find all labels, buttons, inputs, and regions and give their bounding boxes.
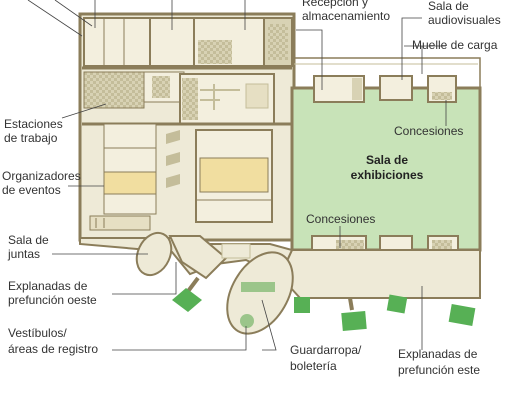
building-west-block bbox=[78, 12, 296, 242]
label-coatcheck-line1: Guardarropa/ bbox=[290, 343, 362, 357]
east-prefunction bbox=[278, 249, 481, 299]
label-lobbies-line1: Vestíbulos/ bbox=[8, 326, 67, 340]
lobby-registration bbox=[226, 251, 294, 335]
leader-lines bbox=[27, 0, 447, 351]
label-organizers-line2: de eventos bbox=[2, 183, 61, 197]
west-prefunction bbox=[79, 235, 294, 280]
label-lobbies-line2: áreas de registro bbox=[8, 342, 98, 356]
label-exhibit-line1: Sala de bbox=[366, 153, 408, 167]
label-workstations-line1: Estaciones bbox=[4, 117, 63, 131]
label-exhibit-line2: exhibiciones bbox=[351, 168, 424, 182]
label-east-prefunction-line1: Explanadas de bbox=[398, 347, 478, 361]
entrance-pads bbox=[172, 276, 476, 332]
label-west-prefunction-line1: Explanadas de bbox=[8, 279, 88, 293]
label-concessions-top: Concesiones bbox=[394, 124, 463, 138]
label-coatcheck-line2: boletería bbox=[290, 359, 337, 373]
top-service-rooms bbox=[313, 75, 457, 103]
label-av-line1: Sala de bbox=[428, 0, 469, 13]
label-organizers-line1: Organizadores bbox=[2, 169, 81, 183]
label-av-line2: audiovisuales bbox=[428, 13, 501, 27]
label-concessions-bottom: Concesiones bbox=[306, 212, 375, 226]
label-loading-dock: Muelle de carga bbox=[412, 38, 498, 52]
label-reception-line2: almacenamiento bbox=[302, 9, 390, 23]
label-workstations-line2: de trabajo bbox=[4, 131, 58, 145]
meeting-room bbox=[135, 231, 173, 277]
label-meeting-line1: Sala de bbox=[8, 233, 49, 247]
label-west-prefunction-line2: prefunción oeste bbox=[8, 293, 97, 307]
exhibit-hall bbox=[290, 57, 482, 252]
label-reception-line1: Recepción y bbox=[302, 0, 368, 9]
label-east-prefunction-line2: prefunción este bbox=[398, 363, 480, 377]
label-meeting-line2: juntas bbox=[7, 247, 40, 261]
